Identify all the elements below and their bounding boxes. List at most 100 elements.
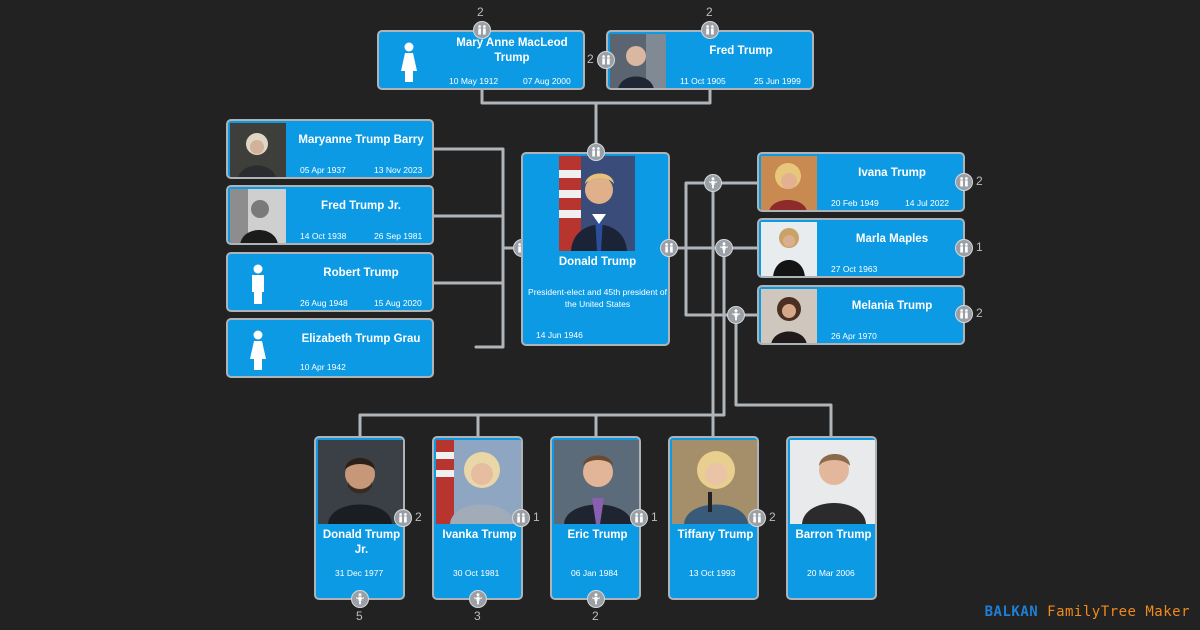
couple-icon[interactable]	[630, 509, 648, 527]
grandchild-count: 2	[592, 609, 599, 623]
child-photo	[436, 440, 521, 524]
sibling-name: Robert Trump	[323, 267, 399, 279]
child-birth: 31 Dec 1977	[335, 568, 384, 578]
brand-product: FamilyTree Maker	[1047, 604, 1190, 620]
father-partner-count-top: 2	[706, 5, 713, 19]
sibling-name: Maryanne Trump Barry	[298, 134, 424, 146]
card-child-eric[interactable]: Eric Trump 06 Jan 1984	[550, 436, 641, 600]
card-child-tiffany[interactable]: Tiffany Trump 13 Oct 1993	[668, 436, 759, 600]
card-spouse-melania[interactable]: Melania Trump 26 Apr 1970	[757, 285, 965, 345]
spouse-partner-count: 1	[976, 240, 983, 254]
child-birth: 20 Mar 2006	[807, 568, 855, 578]
grandchild-count: 5	[356, 609, 363, 623]
line-siblings	[432, 147, 523, 349]
child-partner-count: 2	[769, 510, 776, 524]
father-name: Fred Trump	[709, 45, 773, 57]
brand-logo: BALKAN FamilyTree Maker	[985, 604, 1190, 620]
couple-icon[interactable]	[955, 239, 973, 257]
mother-birth: 10 May 1912	[449, 76, 499, 86]
child-icon[interactable]	[727, 306, 745, 324]
card-sibling-maryanne[interactable]: Maryanne Trump Barry 05 Apr 1937 13 Nov …	[226, 119, 434, 179]
father-birth: 11 Oct 1905	[680, 76, 726, 86]
sibling-name: Elizabeth Trump Grau	[301, 333, 421, 345]
spouse-partner-count: 2	[976, 306, 983, 320]
spouse-birth: 26 Apr 1970	[831, 331, 877, 341]
brand-name: BALKAN	[984, 604, 1039, 620]
child-icon[interactable]	[351, 590, 369, 608]
main-name: Donald Trump	[558, 256, 637, 268]
father-photo	[610, 34, 666, 88]
main-birth: 14 Jun 1946	[536, 330, 583, 340]
card-child-ivanka[interactable]: Ivanka Trump 30 Oct 1981	[432, 436, 523, 600]
spouse-name: Melania Trump	[851, 300, 933, 312]
child-icon[interactable]	[704, 174, 722, 192]
card-sibling-fred-jr[interactable]: Fred Trump Jr. 14 Oct 1938 26 Sep 1981	[226, 185, 434, 245]
child-photo	[790, 440, 875, 524]
sibling-photo	[230, 123, 286, 177]
couple-icon[interactable]	[701, 21, 719, 39]
couple-icon[interactable]	[394, 509, 412, 527]
child-photo	[318, 440, 403, 524]
child-birth: 13 Oct 1993	[689, 568, 736, 578]
child-partner-count: 2	[415, 510, 422, 524]
spouse-photo	[761, 289, 817, 343]
sibling-death: 13 Nov 2023	[374, 165, 423, 175]
mother-death: 07 Aug 2000	[523, 76, 571, 86]
spouse-partner-count: 2	[976, 174, 983, 188]
grandchild-count: 3	[474, 609, 481, 623]
child-birth: 30 Oct 1981	[453, 568, 500, 578]
card-spouse-marla[interactable]: Marla Maples 27 Oct 1963	[757, 218, 965, 278]
male-silhouette-icon	[252, 264, 264, 304]
couple-icon[interactable]	[587, 143, 605, 161]
spouse-photo	[761, 156, 817, 210]
child-name: Tiffany Trump	[677, 529, 754, 541]
card-child-donald-jr[interactable]: Donald Trump Jr. 31 Dec 1977	[314, 436, 405, 600]
couple-icon[interactable]	[597, 51, 615, 69]
spouse-name: Marla Maples	[855, 233, 929, 245]
child-photo	[554, 440, 639, 524]
card-mother[interactable]: Mary Anne MacLeod Trump 10 May 1912 07 A…	[377, 30, 585, 90]
child-photo	[672, 440, 757, 524]
main-photo	[559, 156, 635, 251]
sibling-photo	[230, 189, 286, 243]
child-name: Donald Trump Jr.	[322, 529, 401, 556]
spouse-birth: 20 Feb 1949	[831, 198, 879, 208]
spouse-name: Ivana Trump	[858, 167, 926, 179]
sibling-name: Fred Trump Jr.	[321, 200, 401, 212]
card-main[interactable]: Donald Trump President-elect and 45th pr…	[521, 152, 670, 346]
couple-icon[interactable]	[660, 239, 678, 257]
line-children	[358, 181, 833, 438]
mother-partner-count: 2	[477, 5, 484, 19]
couple-icon[interactable]	[473, 21, 491, 39]
child-icon[interactable]	[469, 590, 487, 608]
sibling-birth: 26 Aug 1948	[300, 298, 348, 308]
couple-icon[interactable]	[955, 305, 973, 323]
sibling-birth: 14 Oct 1938	[300, 231, 347, 241]
spouse-photo	[761, 222, 817, 276]
main-description: President-elect and 45th president of th…	[528, 287, 667, 309]
card-sibling-elizabeth[interactable]: Elizabeth Trump Grau 10 Apr 1942	[226, 318, 434, 378]
card-spouse-ivana[interactable]: Ivana Trump 20 Feb 1949 14 Jul 2022	[757, 152, 965, 212]
card-child-barron[interactable]: Barron Trump 20 Mar 2006	[786, 436, 877, 600]
card-sibling-robert[interactable]: Robert Trump 26 Aug 1948 15 Aug 2020	[226, 252, 434, 312]
child-name: Barron Trump	[795, 529, 872, 541]
female-silhouette-icon	[401, 42, 417, 82]
child-name: Ivanka Trump	[442, 529, 517, 541]
couple-icon[interactable]	[955, 173, 973, 191]
sibling-birth: 10 Apr 1942	[300, 362, 346, 372]
spouse-death: 14 Jul 2022	[905, 198, 949, 208]
mother-name: Mary Anne MacLeod Trump	[456, 37, 568, 64]
father-partner-count-left: 2	[587, 52, 594, 66]
child-name: Eric Trump	[567, 529, 628, 541]
child-partner-count: 1	[651, 510, 658, 524]
spouse-birth: 27 Oct 1963	[831, 264, 878, 274]
child-partner-count: 1	[533, 510, 540, 524]
couple-icon[interactable]	[748, 509, 766, 527]
sibling-birth: 05 Apr 1937	[300, 165, 346, 175]
sibling-death: 15 Aug 2020	[374, 298, 422, 308]
couple-icon[interactable]	[512, 509, 530, 527]
child-icon[interactable]	[715, 239, 733, 257]
child-icon[interactable]	[587, 590, 605, 608]
card-father[interactable]: Fred Trump 11 Oct 1905 25 Jun 1999	[606, 30, 814, 90]
